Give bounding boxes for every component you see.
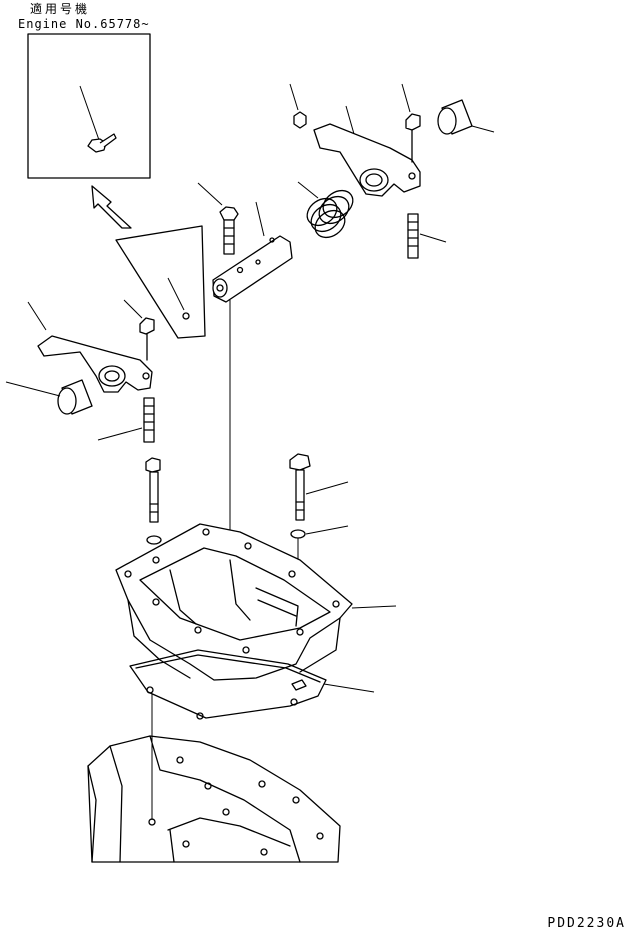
drawing-code: PDD2230A — [547, 916, 626, 931]
housing-bolt-left — [145, 457, 162, 545]
rocker-housing — [115, 523, 397, 681]
cylinder-head — [87, 735, 341, 863]
bushing-upper — [437, 99, 495, 135]
rocker-shaft-bolt — [197, 182, 239, 255]
rocker-arm-upper — [289, 83, 421, 197]
rocker-spring — [297, 181, 354, 239]
adjust-screw-upper — [407, 213, 447, 259]
bracket-plate — [115, 225, 206, 339]
detail-inset — [27, 33, 151, 179]
engine-serial-label: Engine No.65778~ — [18, 17, 150, 31]
housing-gasket — [129, 649, 375, 820]
housing-bolt-right — [289, 453, 349, 610]
detail-arrow — [91, 185, 132, 229]
applicability-label: 適用号機 — [30, 2, 91, 16]
adjust-screw-lower — [97, 397, 155, 443]
rocker-arm-lower — [27, 299, 155, 393]
bushing-lower — [5, 379, 93, 415]
